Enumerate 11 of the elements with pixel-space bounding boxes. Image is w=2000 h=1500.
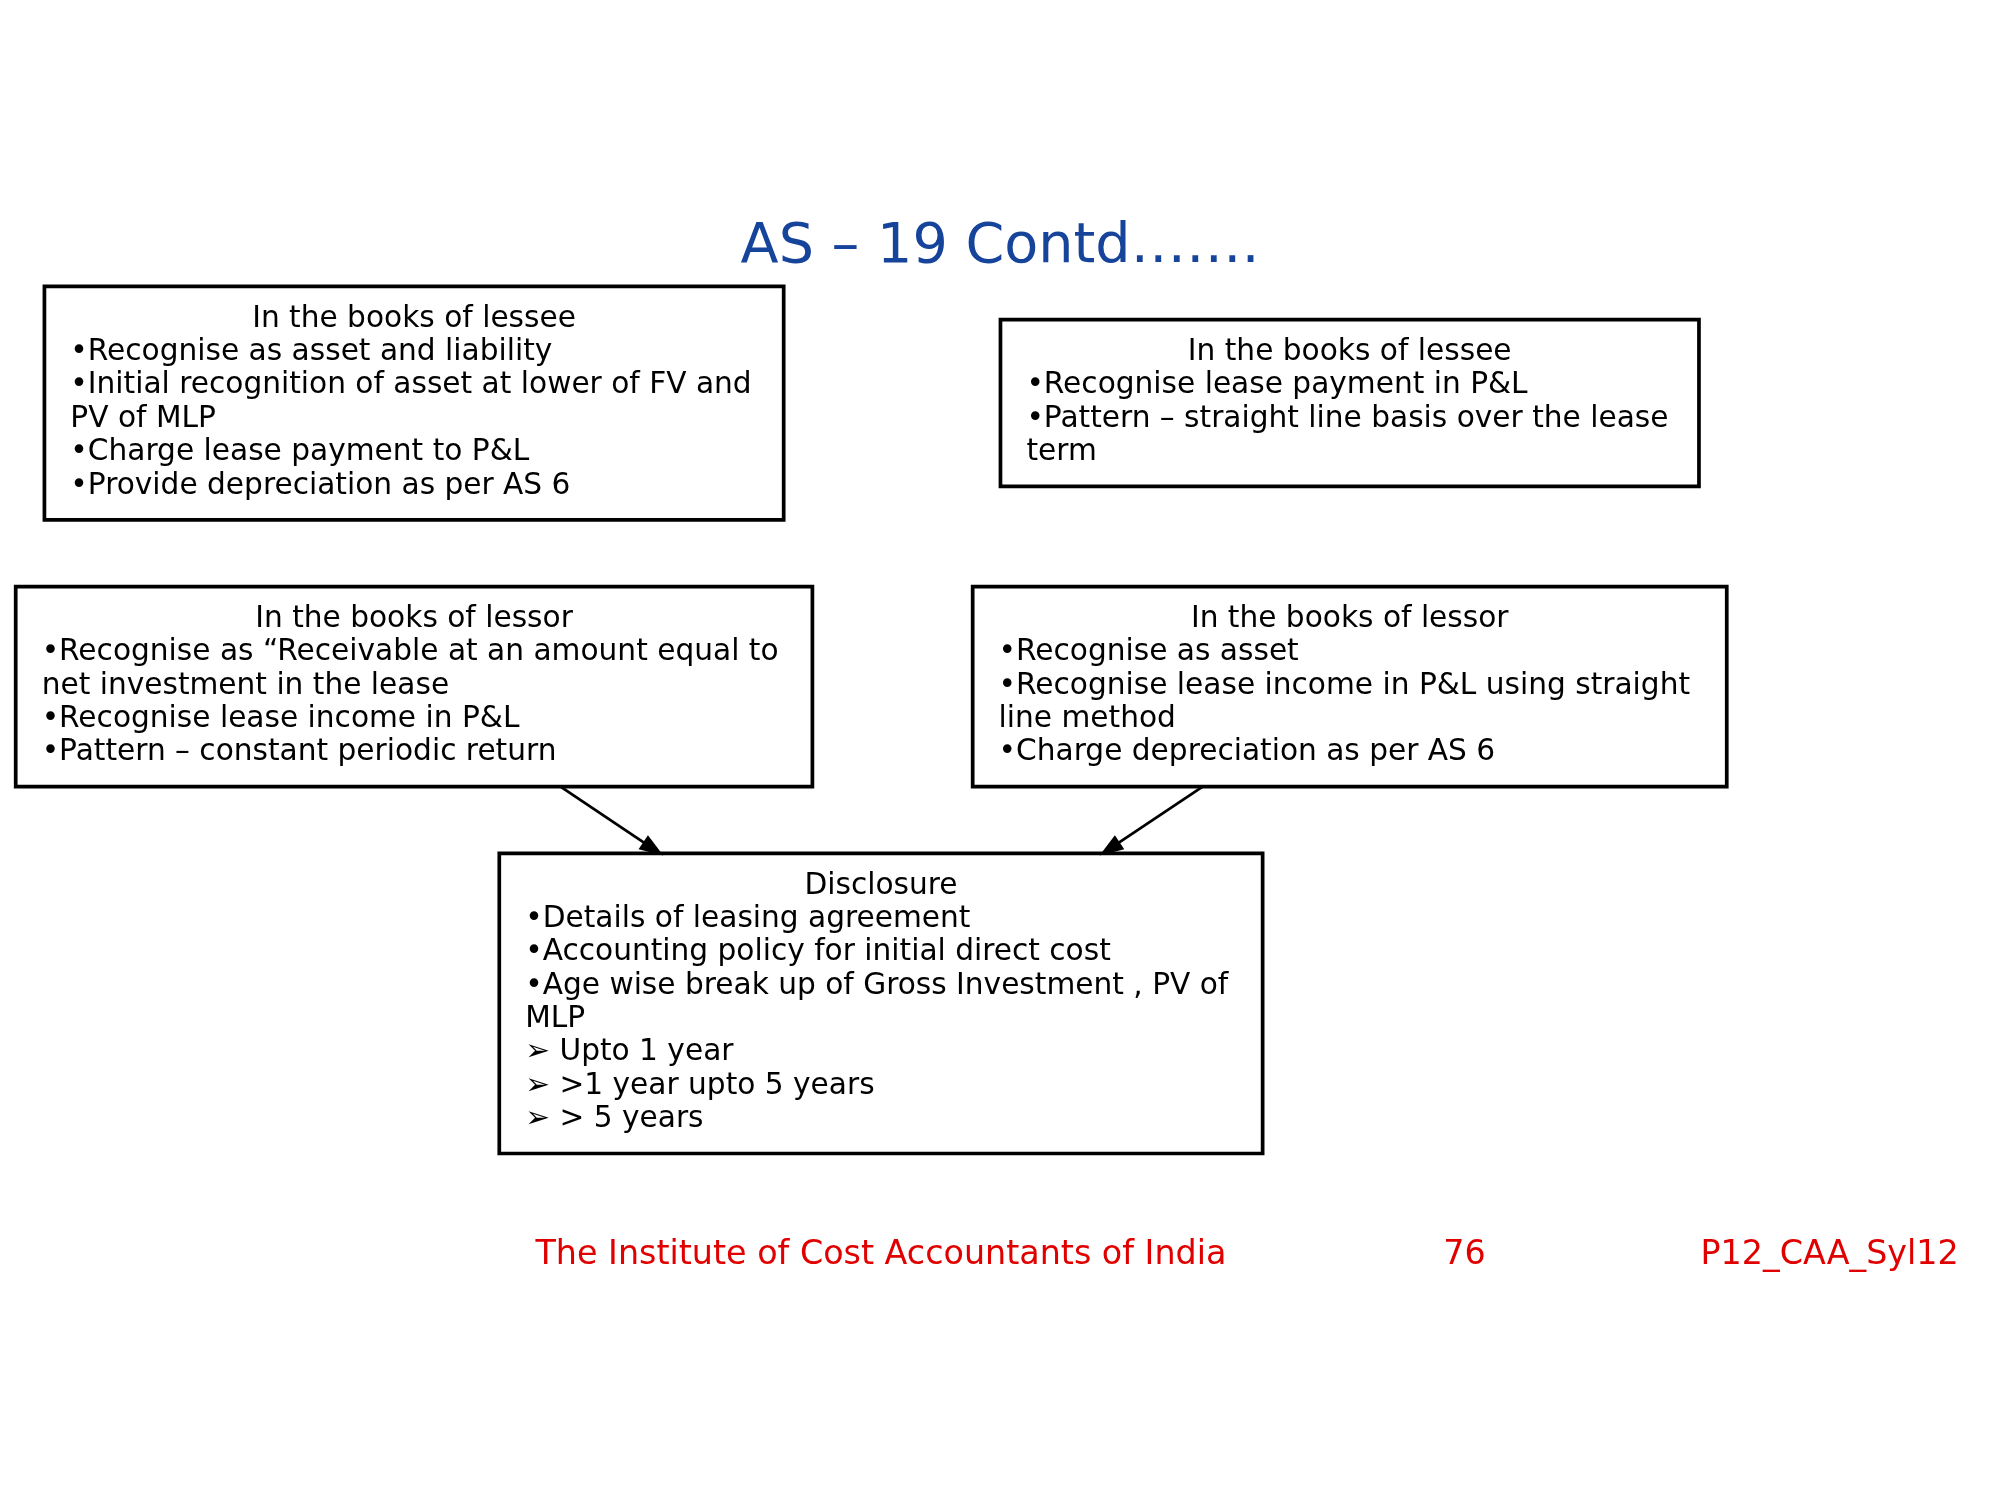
- label: P12_CAA_Syl12: [1700, 1232, 1959, 1272]
- arrow: [559, 785, 664, 856]
- arrow: [1099, 785, 1204, 856]
- diagram-title: AS – 19 Contd…….: [740, 209, 1260, 275]
- node-box: In the books of lessee •Recognise as asset and liability •Initial recognition of asset at lower of FV and PV of MLP •Charge lease payment to P&L •Provide depreciation as per AS 6: [42, 284, 786, 522]
- node-box: Disclosure •Details of leasing agreement •Accounting policy for initial direct cost •Age wise break up of Gross Investment , PV of MLP ➢ Upto 1 year ➢ >1 year upto 5 years ➢ > 5 years: [497, 850, 1265, 1155]
- node-box: In the books of lessor •Recognise as asset •Recognise lease income in P&L using straight line method •Charge depreciation as per AS 6: [970, 584, 1729, 788]
- node-box: In the books of lessee •Recognise lease payment in P&L •Pattern – straight line basis over the lease term: [998, 317, 1701, 488]
- label: 76: [1443, 1232, 1486, 1272]
- label: The Institute of Cost Accountants of India: [535, 1232, 1227, 1272]
- node-box: In the books of lessor •Recognise as “Receivable at an amount equal to net investment in the lease •Recognise lease income in P&L •Pattern – constant periodic return: [13, 584, 815, 788]
